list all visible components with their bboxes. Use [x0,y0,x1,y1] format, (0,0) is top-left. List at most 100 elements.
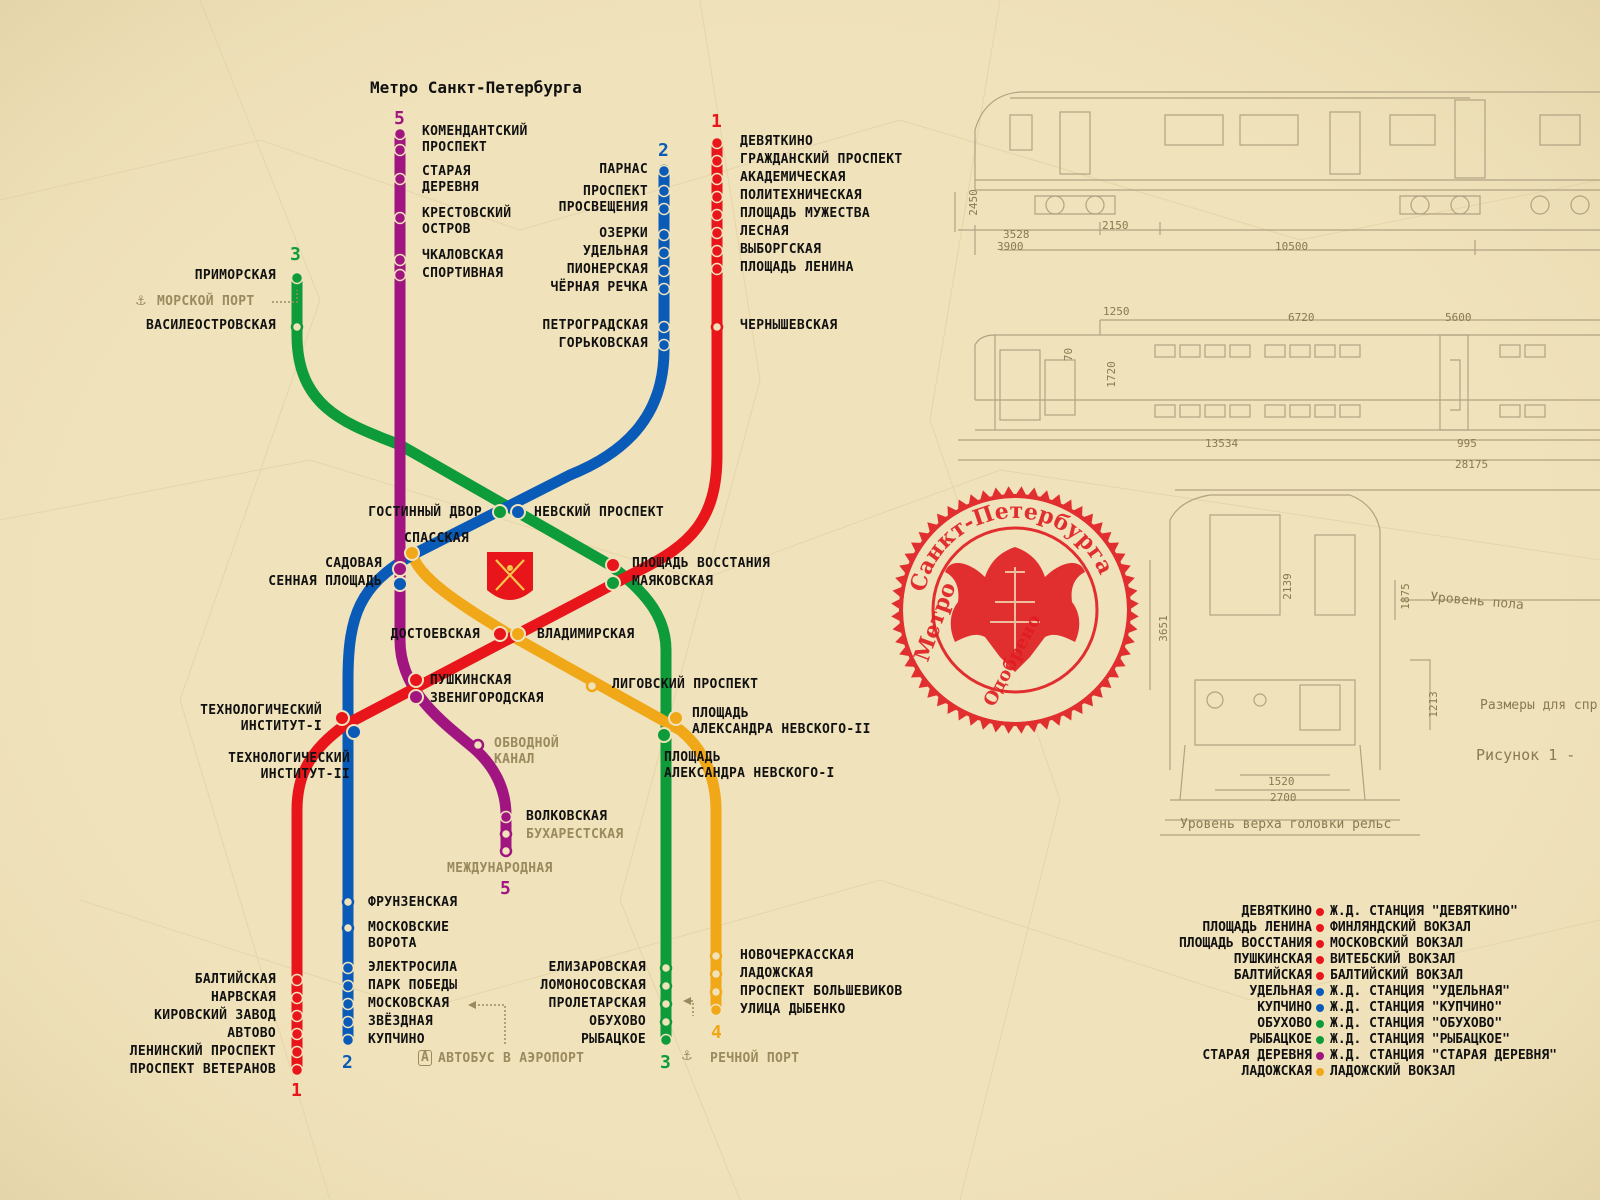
station-label[interactable]: МОСКОВСКАЯ [368,996,450,1011]
station-label[interactable]: ПУШКИНСКАЯ [430,673,512,688]
station-label[interactable]: ВОРОТА [368,936,417,951]
station-dot[interactable] [710,136,724,150]
station-label[interactable]: ЗВЁЗДНАЯ [368,1014,434,1029]
station-dot[interactable] [334,710,350,726]
station-dot[interactable] [657,320,671,334]
station-label[interactable]: ГОСТИННЫЙ ДВОР [368,505,482,520]
station-dot[interactable] [393,253,407,267]
station-dot[interactable] [471,738,485,752]
station-dot[interactable] [657,164,671,178]
station-dot[interactable] [341,921,355,935]
station-label[interactable]: ПРОСПЕКТ ВЕТЕРАНОВ [129,1062,276,1077]
station-label[interactable]: АЛЕКСАНДРА НЕВСКОГО-I [664,766,835,781]
station-dot[interactable] [709,985,723,999]
station-dot[interactable] [492,504,508,520]
station-label[interactable]: АКАДЕМИЧЕСКАЯ [740,170,846,185]
station-label[interactable]: ГОРЬКОВСКАЯ [558,336,648,351]
station-dot[interactable] [393,127,407,141]
station-dot[interactable] [408,672,424,688]
station-dot[interactable] [659,1033,673,1047]
station-label[interactable]: ЛИГОВСКИЙ ПРОСПЕКТ [612,677,759,692]
station-dot[interactable] [290,1063,304,1077]
station-label[interactable]: ВАСИЛЕОСТРОВСКАЯ [145,318,276,333]
station-label[interactable]: ПЛОЩАДЬ [664,750,721,765]
station-label[interactable]: ЧКАЛОВСКАЯ [422,248,504,263]
station-label[interactable]: МАЯКОВСКАЯ [632,574,714,589]
station-label-planned[interactable]: БУХАРЕСТСКАЯ [526,827,624,842]
station-label[interactable]: ПРОСВЕЩЕНИЯ [558,200,648,215]
station-dot[interactable] [408,689,424,705]
station-label[interactable]: ВЛАДИМИРСКАЯ [537,627,635,642]
station-label[interactable]: ЧЕРНЫШЕВСКАЯ [740,318,838,333]
station-dot[interactable] [510,626,526,642]
station-dot[interactable] [290,1045,304,1059]
station-dot[interactable] [404,545,420,561]
station-dot[interactable] [346,724,362,740]
station-dot[interactable] [605,557,621,573]
station-label[interactable]: ПЕТРОГРАДСКАЯ [542,318,648,333]
station-dot[interactable] [341,979,355,993]
station-dot[interactable] [657,246,671,260]
station-label[interactable]: НОВОЧЕРКАССКАЯ [740,948,854,963]
station-label[interactable]: РЫБАЦКОЕ [580,1032,646,1047]
station-dot[interactable] [499,844,513,858]
station-label-planned[interactable]: ОБВОДНОЙ [494,736,560,751]
station-dot[interactable] [659,961,673,975]
station-label[interactable]: ОБУХОВО [589,1014,646,1029]
station-dot[interactable] [659,997,673,1011]
station-dot[interactable] [290,1027,304,1041]
station-dot[interactable] [290,973,304,987]
station-dot[interactable] [668,710,684,726]
station-dot[interactable] [392,576,408,592]
station-label[interactable]: АЛЕКСАНДРА НЕВСКОГО-II [692,722,871,737]
river-port-label[interactable]: РЕЧНОЙ ПОРТ [710,1051,800,1066]
station-label[interactable]: ЛОМОНОСОВСКАЯ [540,978,646,993]
station-dot[interactable] [710,172,724,186]
station-label[interactable]: ЧЁРНАЯ РЕЧКА [550,280,648,295]
station-dot[interactable] [709,1003,723,1017]
station-dot[interactable] [710,320,724,334]
station-dot[interactable] [709,949,723,963]
station-dot[interactable] [710,262,724,276]
station-label[interactable]: ТЕХНОЛОГИЧЕСКИЙ [200,703,322,718]
station-label[interactable]: СЕННАЯ ПЛОЩАДЬ [268,574,382,589]
station-dot[interactable] [341,961,355,975]
station-label[interactable]: ПЛОЩАДЬ ВОССТАНИЯ [632,556,771,571]
station-label[interactable]: ФРУНЗЕНСКАЯ [368,895,458,910]
station-dot[interactable] [710,154,724,168]
station-label-planned[interactable]: МЕЖДУНАРОДНАЯ [447,861,553,876]
station-label[interactable]: ДОСТОЕВСКАЯ [390,627,480,642]
station-dot[interactable] [499,827,513,841]
station-dot[interactable] [341,997,355,1011]
station-dot[interactable] [710,208,724,222]
station-label-planned[interactable]: МОРСКОЙ ПОРТ [157,294,255,309]
station-dot[interactable] [657,228,671,242]
station-label[interactable]: ГРАЖДАНСКИЙ ПРОСПЕКТ [740,152,903,167]
station-label[interactable]: ПОЛИТЕХНИЧЕСКАЯ [740,188,862,203]
station-dot[interactable] [290,1009,304,1023]
station-label-planned[interactable]: КАНАЛ [494,752,535,767]
station-dot[interactable] [492,626,508,642]
station-dot[interactable] [341,895,355,909]
station-label[interactable]: ДЕРЕВНЯ [422,180,479,195]
station-label[interactable]: ИНСТИТУТ-I [240,719,322,734]
station-dot[interactable] [659,1015,673,1029]
station-label[interactable]: ЗВЕНИГОРОДСКАЯ [430,691,544,706]
station-dot[interactable] [290,991,304,1005]
station-label[interactable]: НАРВСКАЯ [210,990,276,1005]
station-dot[interactable] [709,967,723,981]
station-label[interactable]: КРЕСТОВСКИЙ [422,206,512,221]
station-label[interactable]: ПЛОЩАДЬ [692,706,749,721]
station-dot[interactable] [657,202,671,216]
station-label[interactable]: ЛЕНИНСКИЙ ПРОСПЕКТ [129,1044,276,1059]
station-dot[interactable] [510,504,526,520]
station-dot[interactable] [657,264,671,278]
station-label[interactable]: ПРОЛЕТАРСКАЯ [548,996,646,1011]
station-label[interactable]: ЛЕСНАЯ [740,224,789,239]
station-label[interactable]: УДЕЛЬНАЯ [582,244,648,259]
station-dot[interactable] [585,679,599,693]
station-dot[interactable] [393,143,407,157]
station-label[interactable]: ЛАДОЖСКАЯ [740,966,814,981]
station-label[interactable]: ПРОСПЕКТ [422,140,488,155]
station-label[interactable]: ПЛОЩАДЬ ЛЕНИНА [740,260,854,275]
